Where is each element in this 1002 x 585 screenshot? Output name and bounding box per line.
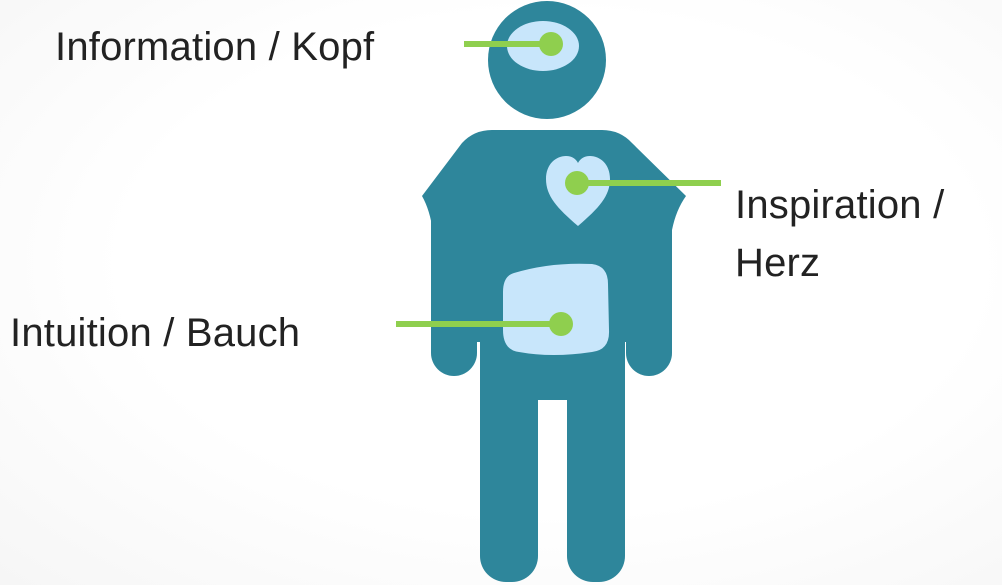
head-connector-dot xyxy=(539,32,563,56)
heart-label: Inspiration / Herz xyxy=(735,176,944,292)
connector-dots xyxy=(539,32,589,336)
belly-icon xyxy=(503,263,610,355)
belly-connector-dot xyxy=(549,312,573,336)
heart-label-line2: Herz xyxy=(735,241,821,285)
belly-label: Intuition / Bauch xyxy=(10,311,301,355)
heart-connector-dot xyxy=(565,171,589,195)
connector-lines xyxy=(396,41,721,327)
head-label: Information / Kopf xyxy=(55,25,375,69)
heart-label-line1: Inspiration / xyxy=(735,183,945,227)
